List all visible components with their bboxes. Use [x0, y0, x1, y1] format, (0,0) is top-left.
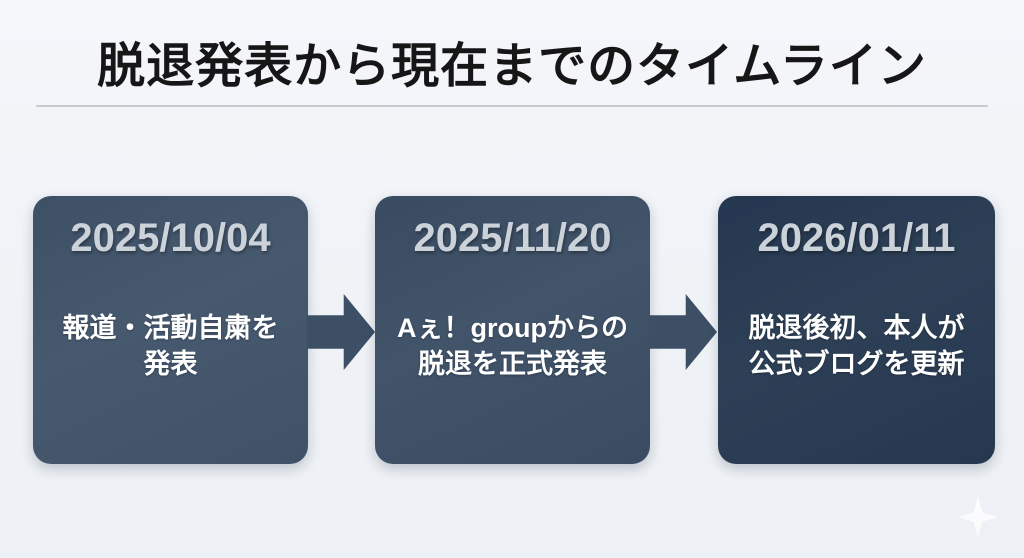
sparkle-icon — [958, 496, 998, 538]
timeline-date: 2025/10/04 — [70, 216, 271, 260]
arrow-right-icon — [307, 294, 375, 370]
arrow-right-icon — [649, 294, 717, 370]
timeline-date: 2025/11/20 — [413, 216, 612, 260]
timeline-description: Aぇ！groupからの 脱退を正式発表 — [397, 313, 628, 380]
timeline-card-1: 2025/10/04 報道・活動自粛を 発表 — [33, 196, 308, 464]
timeline-card-2: 2025/11/20 Aぇ！groupからの 脱退を正式発表 — [375, 196, 650, 464]
timeline-card-3: 2026/01/11 脱退後初、本人が 公式ブログを更新 — [718, 196, 995, 464]
timeline-date: 2026/01/11 — [757, 216, 956, 260]
title-divider — [36, 105, 988, 107]
page-title: 脱退発表から現在までのタイムライン — [97, 40, 927, 93]
timeline-description: 脱退後初、本人が 公式ブログを更新 — [748, 313, 965, 380]
timeline-description: 報道・活動自粛を 発表 — [62, 313, 279, 380]
